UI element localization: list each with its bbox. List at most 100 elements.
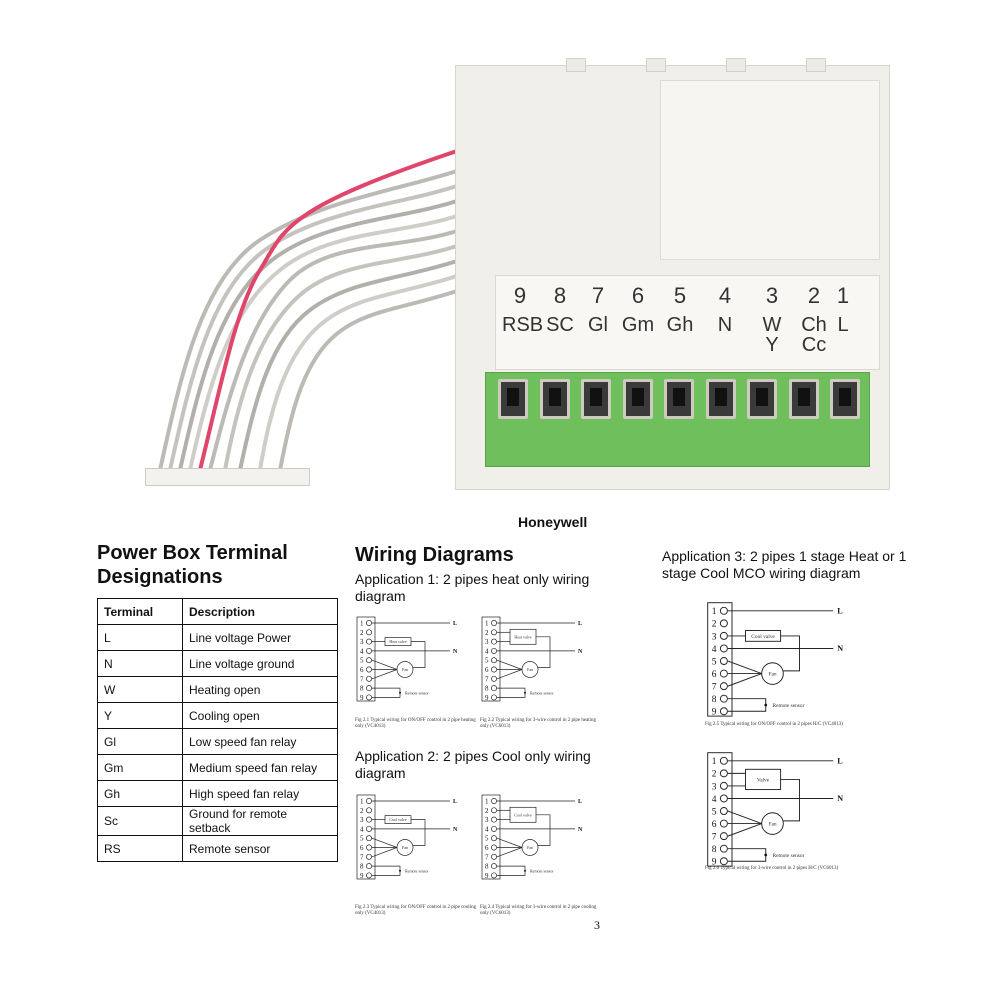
fan-circle	[761, 812, 784, 835]
valve-label: Cool valve	[389, 817, 407, 822]
neutral-label: N	[837, 644, 843, 653]
terminal-screw-icon	[719, 631, 728, 640]
terminal-label: Gh	[666, 314, 694, 336]
terminal-screw-icon	[366, 657, 372, 664]
terminal-screw-icon	[366, 694, 372, 701]
terminal-label: W Y	[762, 314, 782, 356]
sensor-label: Remote sensor	[773, 703, 805, 709]
terminal-screw-slot	[539, 379, 570, 419]
terminal-screw-icon	[491, 666, 497, 673]
terminal-number: 1	[360, 798, 364, 806]
application-heading: Application 2: 2 pipes Cool only wiring …	[355, 748, 591, 781]
terminal-screw-icon	[491, 629, 497, 636]
page-number: 3	[594, 918, 600, 932]
terminal-screw-icon	[719, 682, 728, 691]
terminal-number: 8	[553, 283, 567, 308]
terminal-number: 2	[485, 807, 489, 815]
line-label: L	[453, 799, 457, 805]
terminal-number: 5	[485, 657, 489, 665]
terminal-block	[485, 372, 870, 467]
sensor-wire	[727, 848, 767, 862]
terminal-label: SC	[546, 314, 574, 336]
terminal-screw-icon	[719, 606, 728, 615]
terminal-screw-icon	[366, 798, 372, 804]
terminal-strip	[707, 602, 733, 717]
terminal-screw-icon	[491, 872, 497, 879]
terminal-screw-icon	[719, 707, 728, 716]
terminal-screw-icon	[491, 863, 497, 870]
fan-wire	[727, 673, 762, 687]
junction-dot	[524, 869, 526, 872]
terminal-number: 4	[485, 825, 489, 833]
terminal-label-panel	[495, 275, 880, 370]
junction-dot	[524, 691, 526, 694]
line-label: L	[453, 621, 457, 627]
terminal-number: 3	[712, 782, 717, 792]
valve-label: Cool valve	[514, 812, 532, 817]
terminal-screw-icon	[719, 819, 728, 828]
line-label: L	[578, 621, 582, 627]
terminal-screw-icon	[491, 647, 497, 654]
terminal-number: 4	[712, 645, 717, 655]
terminal-number: 2	[360, 629, 364, 637]
terminal-screw-slot	[498, 379, 528, 419]
terminal-number: 7	[591, 283, 605, 308]
brand-logo: Honeywell	[518, 514, 588, 530]
terminal-screw-icon	[491, 638, 497, 645]
sensor-wire	[727, 698, 767, 712]
fan-wire	[496, 659, 523, 670]
fan-label: Fan	[402, 667, 408, 672]
fan-wire	[371, 659, 398, 670]
terminal-number: 3	[360, 638, 364, 646]
terminal-number: 9	[360, 872, 364, 880]
terminal-strip	[356, 794, 376, 880]
terminal-screw-icon	[491, 825, 497, 832]
terminal-screw-icon	[719, 644, 728, 653]
fan-wire	[496, 847, 523, 858]
terminal-screw-icon	[366, 872, 372, 879]
fan-label: Fan	[527, 667, 533, 672]
terminal-cell: Gm	[97, 754, 183, 781]
junction-dot	[764, 703, 768, 707]
terminal-number: 8	[360, 863, 364, 871]
figure-caption: Fig 2.1 Typical wiring for ON/OFF contro…	[355, 718, 476, 729]
terminal-number: 2	[807, 283, 821, 308]
terminal-number: 4	[718, 283, 732, 308]
wire-harness	[158, 148, 461, 471]
sensor-label: Remote sensor	[405, 690, 429, 695]
application-heading: Application 3: 2 pipes 1 stage Heat or 1…	[662, 548, 907, 581]
terminal-number: 5	[360, 657, 364, 665]
terminal-screw-icon	[719, 844, 728, 853]
terminal-number: 6	[360, 844, 364, 852]
terminal-screw-icon	[366, 629, 372, 636]
column-header: Terminal	[97, 598, 183, 625]
description-cell: Ground for remote setback	[182, 806, 338, 836]
sensor-wire	[497, 865, 526, 876]
terminal-number: 1	[360, 620, 364, 628]
section-title: Wiring Diagrams	[355, 544, 514, 566]
fan-circle	[761, 662, 784, 685]
terminal-screw-icon	[491, 620, 497, 626]
terminal-number: 3	[712, 632, 717, 642]
terminal-number: 9	[712, 708, 717, 718]
terminal-screw-icon	[366, 825, 372, 832]
terminal-screw-icon	[491, 816, 497, 823]
terminal-label: L	[837, 314, 849, 336]
terminal-number: 3	[360, 816, 364, 824]
terminal-number: 7	[712, 683, 717, 693]
fan-wire	[371, 669, 398, 680]
terminal-number: 4	[360, 825, 364, 833]
terminal-screw-icon	[366, 666, 372, 673]
description-cell: Heating open	[182, 676, 338, 703]
valve-box	[745, 768, 782, 791]
junction-dot	[399, 869, 401, 872]
description-cell: Medium speed fan relay	[182, 754, 338, 781]
terminal-cell: L	[97, 624, 183, 651]
